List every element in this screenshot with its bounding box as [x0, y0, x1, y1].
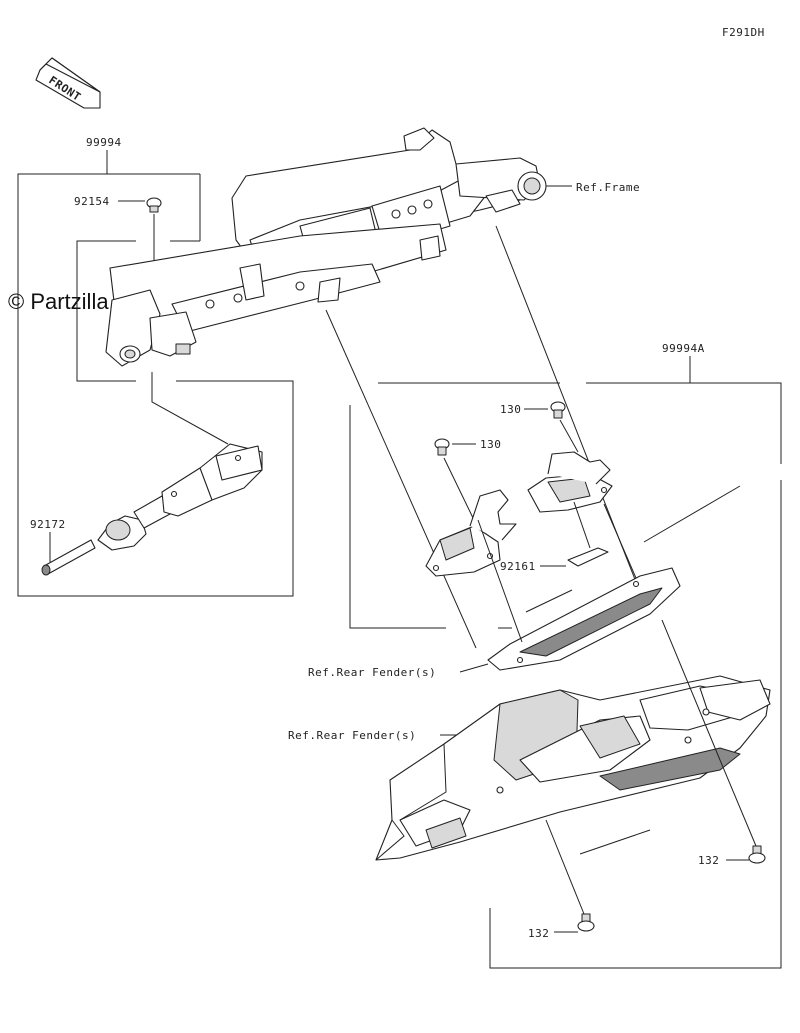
- leader-box-lower: [579, 829, 651, 855]
- bolt-130-top: 130: [500, 401, 579, 453]
- leader-frame-left: [325, 309, 477, 649]
- bolt-132-bottom: 132: [528, 819, 595, 940]
- bolt-92172: 92172: [30, 518, 96, 576]
- label-92161: 92161: [500, 560, 536, 573]
- label-ref-frame: Ref.Frame: [576, 181, 640, 194]
- label-130-top: 130: [500, 403, 521, 416]
- rubber-strip-92161: 92161: [500, 501, 609, 573]
- bolt-130-mid: 130: [434, 438, 501, 521]
- left-bracket-stay: [425, 489, 517, 577]
- right-bracket-stay: [527, 451, 613, 513]
- label-92154: 92154: [74, 195, 110, 208]
- mount-bracket-assembly: [97, 372, 263, 551]
- leader-box-upper: [643, 485, 741, 543]
- assembly-99994-box: 99994: [17, 136, 294, 597]
- label-92172: 92172: [30, 518, 66, 531]
- leader-box-mid: [525, 589, 573, 613]
- leader-fender-right: [661, 619, 721, 761]
- label-99994a: 99994A: [662, 342, 705, 355]
- leader-frame-right: [495, 225, 637, 583]
- label-132-right: 132: [698, 854, 719, 867]
- label-132-bottom: 132: [528, 927, 549, 940]
- label-99994: 99994: [86, 136, 122, 149]
- bolt-132-right: 132: [698, 759, 766, 867]
- license-plate-bracket: [477, 503, 681, 671]
- label-ref-rear-fender-2: Ref.Rear Fender(s): [288, 729, 416, 742]
- diagram-code: F291DH: [722, 26, 765, 39]
- label-130-mid: 130: [480, 438, 501, 451]
- label-ref-rear-fender-1: Ref.Rear Fender(s): [308, 666, 436, 679]
- rear-fender: [375, 675, 771, 861]
- leader-ref-fender-1: [459, 663, 489, 673]
- assembly-99994a-box: 99994A: [349, 342, 782, 969]
- rear-frame: Ref.Frame: [105, 127, 640, 367]
- front-arrow-icon: FRONT: [35, 57, 101, 109]
